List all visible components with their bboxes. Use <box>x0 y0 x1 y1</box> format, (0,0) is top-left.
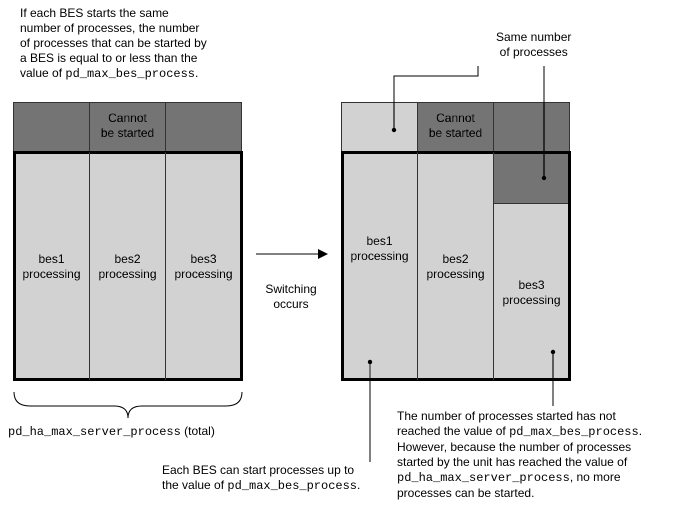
left-bes1-column <box>13 151 90 380</box>
right-bes1-column <box>341 151 418 380</box>
total-label: pd_ha_max_server_process (total) <box>8 424 215 439</box>
top-left-note-line2: number of processes, the number <box>20 21 200 35</box>
right-bes1-label: bes1 processing <box>350 234 409 263</box>
right-bes3-upper-block <box>494 153 569 204</box>
left-bes1-label: bes1 processing <box>22 252 81 281</box>
left-bes2-column <box>89 151 166 380</box>
right-upper-cell-2 <box>417 102 494 152</box>
right-outer-border <box>341 151 571 381</box>
right-bes3-label: bes3 processing <box>502 278 561 307</box>
left-bes3-label: bes3 processing <box>174 252 233 281</box>
left-upper-cell-2 <box>89 102 166 152</box>
bes-limit-dot <box>367 359 373 365</box>
top-left-note-line3: of processes that can be started by <box>20 36 207 50</box>
left-cannot-label: Cannot be started <box>100 111 155 140</box>
unit-limit-dot <box>550 349 556 355</box>
right-bes2-label: bes2 processing <box>426 252 485 281</box>
right-cannot-label: Cannot be started <box>428 111 483 140</box>
top-left-note: If each BES starts the same number of pr… <box>20 6 207 82</box>
left-bes2-label: bes2 processing <box>98 252 157 281</box>
left-bes3-column <box>165 151 242 380</box>
same-number-dot-left <box>391 127 397 133</box>
right-bes2-column <box>417 151 494 380</box>
right-upper-cell-1 <box>341 102 418 152</box>
bottom-right-note: The number of processes started has not … <box>397 409 643 500</box>
right-upper-cell-3 <box>493 102 570 152</box>
left-upper-cell-3 <box>165 102 242 152</box>
param-pd-ha-max-server-process: pd_ha_max_server_process <box>8 425 181 439</box>
same-number-connector-left <box>393 66 479 130</box>
left-outer-border <box>13 151 243 381</box>
top-left-note-line4: a BES is equal to or less than the <box>20 51 198 65</box>
same-number-dot-right <box>541 175 547 181</box>
switching-arrowhead <box>318 249 328 259</box>
same-number-label: Same number of processes <box>496 30 572 59</box>
switching-label: Switching occurs <box>265 282 317 311</box>
top-left-note-line1: If each BES starts the same <box>20 6 169 20</box>
bottom-left-note: Each BES can start processes up to the v… <box>162 463 361 493</box>
total-brace <box>13 391 243 419</box>
left-upper-cell-1 <box>13 102 90 152</box>
param-pd-max-bes-process: pd_max_bes_process <box>65 67 195 81</box>
top-left-note-line5: value of pd_max_bes_process. <box>20 66 199 81</box>
